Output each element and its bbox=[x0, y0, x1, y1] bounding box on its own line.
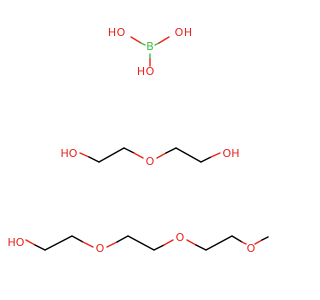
oxygen-label: O bbox=[117, 26, 126, 39]
triethylene-glycol-monomethyl-ether: HO O O O bbox=[8, 231, 269, 255]
bond-b-left bbox=[140, 42, 146, 46]
bond-o-c bbox=[254, 239, 263, 245]
bond-c-c bbox=[195, 244, 207, 251]
boron-label: B bbox=[146, 40, 154, 53]
bond-c-o bbox=[71, 235, 84, 243]
oxygen-label: O bbox=[175, 26, 184, 39]
hydrogen-label: H bbox=[137, 65, 145, 78]
hydrogen-label: H bbox=[108, 26, 116, 39]
oxygen-label: O bbox=[146, 65, 155, 78]
ether-oxygen-label: O bbox=[247, 242, 256, 255]
hydroxyl-label: HO bbox=[61, 147, 78, 160]
bond-o-b-left bbox=[130, 36, 142, 44]
bond-o-c bbox=[186, 239, 197, 246]
bond-c-c bbox=[127, 235, 155, 251]
molecule-canvas: H O B O H O H HO O OH bbox=[8, 26, 269, 255]
bond-o-c bbox=[79, 152, 90, 158]
bond-c-o bbox=[231, 235, 243, 243]
bond-o-b-right bbox=[158, 36, 170, 44]
bond-o-c bbox=[25, 239, 36, 246]
hydroxyl-label: OH bbox=[223, 147, 240, 160]
bond-methyl bbox=[261, 236, 269, 241]
bond-c-c bbox=[200, 156, 212, 163]
bond-c-c bbox=[88, 156, 100, 163]
bond-c-o bbox=[153, 244, 165, 251]
boric-acid: H O B O H O H bbox=[108, 26, 192, 78]
bond-o-c bbox=[82, 241, 94, 248]
structure-diagram: H O B O H O H HO O OH bbox=[8, 26, 269, 255]
ether-oxygen-label: O bbox=[176, 231, 185, 244]
bond-c-c bbox=[98, 147, 125, 163]
bond-c-o bbox=[165, 147, 177, 154]
bond-c-c bbox=[205, 235, 233, 251]
bond-b-right bbox=[154, 42, 160, 46]
bond-c-o bbox=[123, 147, 135, 154]
ether-oxygen-label: O bbox=[96, 242, 105, 255]
bond-o-c bbox=[241, 241, 247, 245]
hydroxyl-label: HO bbox=[8, 236, 25, 249]
bond-o-c bbox=[156, 152, 167, 159]
bond-o-c bbox=[133, 152, 144, 159]
ether-oxygen-label: O bbox=[146, 155, 155, 168]
diethylene-glycol: HO O OH bbox=[61, 147, 240, 168]
hydrogen-label: H bbox=[184, 26, 192, 39]
bond-c-c bbox=[34, 244, 46, 251]
bond-o-c bbox=[210, 152, 221, 158]
bond-o-c bbox=[163, 239, 174, 246]
bond-c-c bbox=[175, 147, 202, 163]
bond-c-c bbox=[116, 235, 129, 243]
bond-c-c bbox=[44, 235, 73, 251]
bond-o-c bbox=[106, 241, 118, 248]
